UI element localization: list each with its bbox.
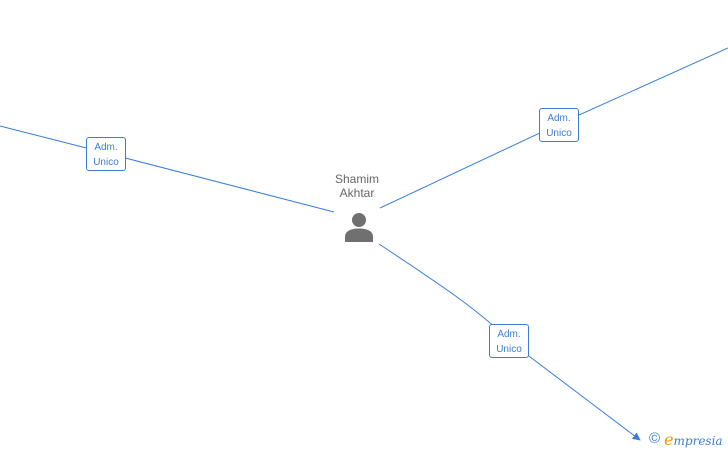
copyright-icon: © bbox=[649, 430, 661, 447]
relation-label-left[interactable]: Adm. Unico bbox=[86, 137, 126, 171]
brand-logo: e mpresia bbox=[664, 430, 723, 449]
person-last-name: Akhtar bbox=[339, 186, 375, 200]
brand-initial: e bbox=[664, 429, 674, 449]
person-name[interactable]: Shamim Akhtar bbox=[317, 172, 397, 200]
relation-type: Unico bbox=[546, 128, 572, 139]
relation-role: Adm. bbox=[547, 113, 571, 124]
person-first-name: Shamim bbox=[334, 172, 379, 186]
brand-name: mpresia bbox=[673, 433, 723, 448]
relation-label-bottom-right[interactable]: Adm. Unico bbox=[489, 324, 529, 358]
edge-left[interactable] bbox=[0, 125, 335, 213]
relation-role: Adm. bbox=[94, 142, 118, 153]
relation-type: Unico bbox=[496, 344, 522, 355]
relation-role: Adm. bbox=[497, 329, 521, 340]
relation-type: Unico bbox=[93, 157, 119, 168]
person-icon[interactable] bbox=[343, 211, 375, 243]
brand-watermark: © e mpresia bbox=[649, 428, 723, 450]
relation-label-top-right[interactable]: Adm. Unico bbox=[539, 108, 579, 142]
